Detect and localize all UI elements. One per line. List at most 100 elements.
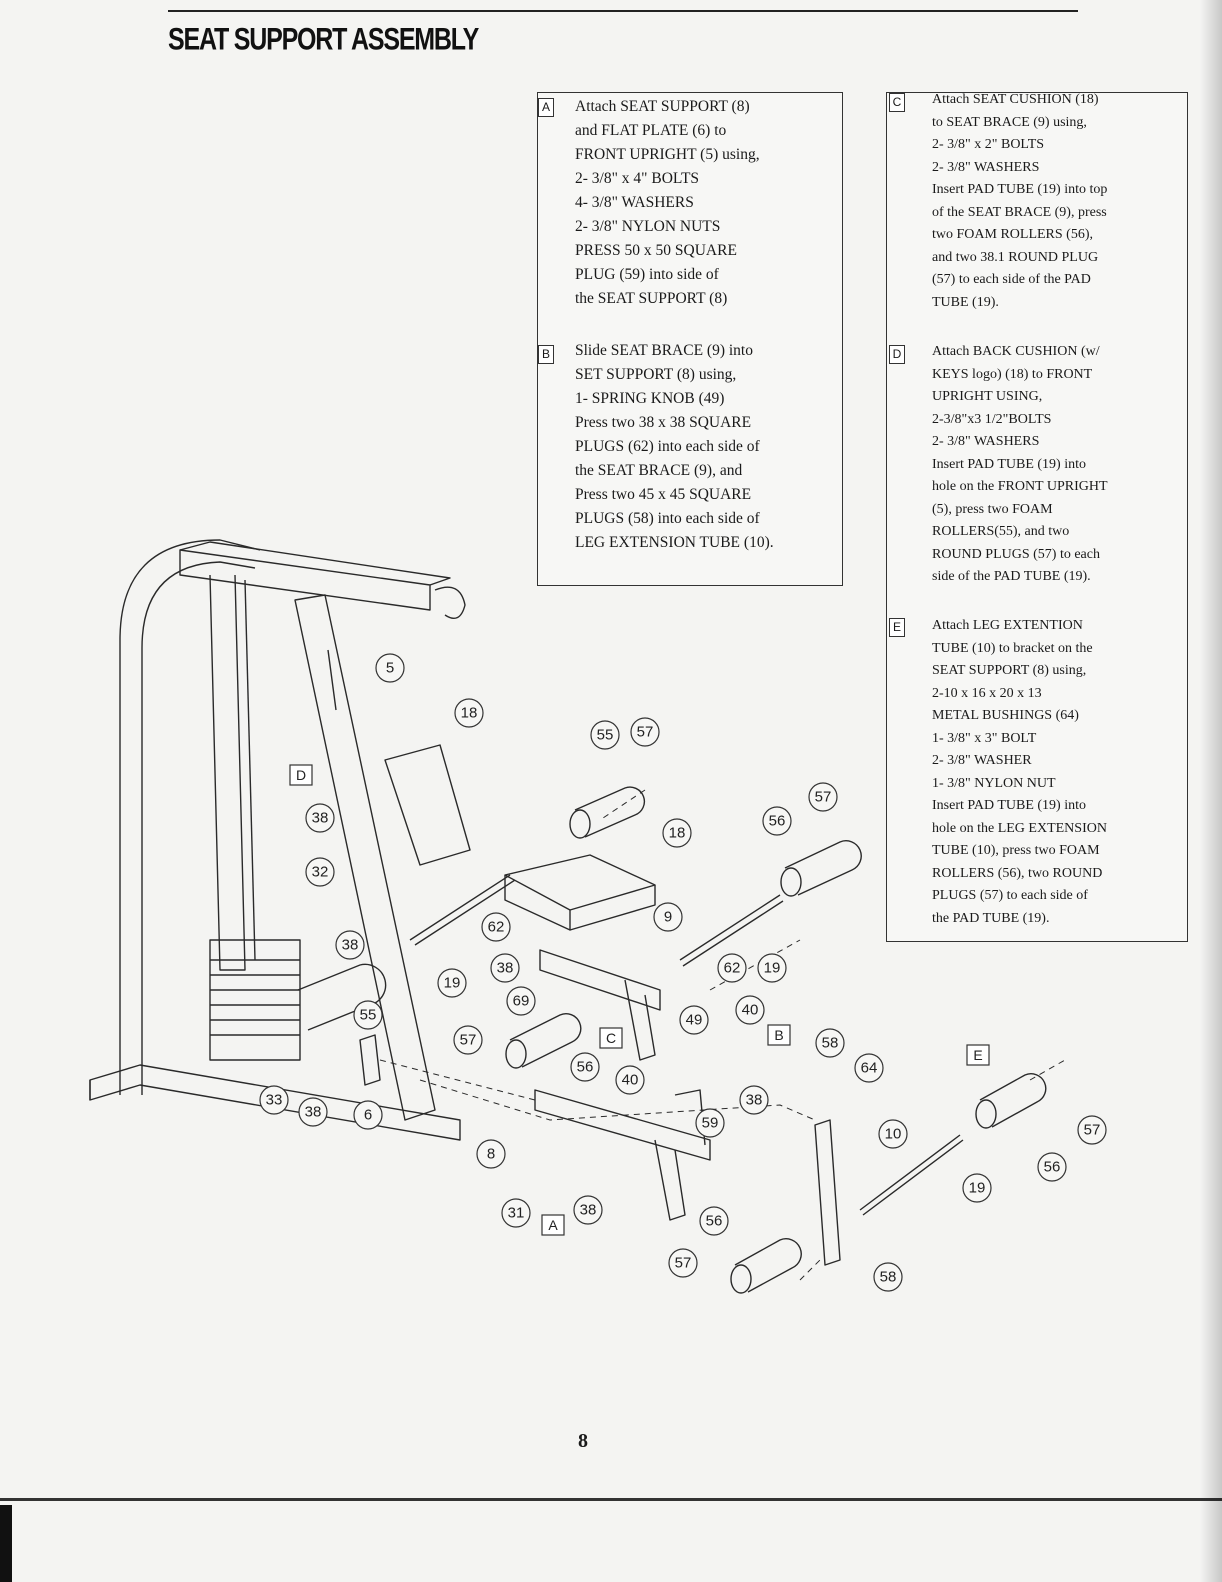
callout-38-mid: 38 — [335, 930, 365, 960]
callout-58-low: 58 — [873, 1262, 903, 1292]
page-shadow — [1200, 0, 1222, 1582]
seat-support — [534, 1089, 711, 1161]
header-rule — [168, 10, 1078, 12]
pad-tube-d — [409, 874, 516, 946]
foam-roller-55 — [569, 786, 646, 839]
svg-text:32: 32 — [312, 864, 329, 881]
tag-c: C — [599, 1027, 623, 1049]
callout-56-right: 56 — [1037, 1152, 1067, 1182]
callout-59: 59 — [695, 1108, 725, 1138]
seat-cushion — [504, 854, 656, 911]
rear-frame-inner — [141, 561, 256, 1095]
svg-text:62: 62 — [724, 960, 741, 977]
callout-55-low: 55 — [353, 1000, 383, 1030]
callout-56-low: 56 — [699, 1206, 729, 1236]
callout-57-right: 57 — [1077, 1115, 1107, 1145]
callout-62-left: 62 — [481, 912, 511, 942]
svg-text:56: 56 — [706, 1213, 723, 1230]
callout-5: 5 — [375, 653, 405, 683]
svg-text:59: 59 — [702, 1115, 719, 1132]
binding-edge — [0, 1505, 12, 1582]
svg-text:57: 57 — [1084, 1122, 1101, 1139]
svg-text:38: 38 — [746, 1092, 763, 1109]
svg-text:A: A — [548, 1217, 558, 1233]
svg-text:62: 62 — [488, 919, 505, 936]
cable-hook — [434, 586, 466, 619]
flat-plate — [359, 1034, 381, 1086]
part-callouts: 5 18 55 57 57 56 18 9 62 62 19 19 38 32 … — [259, 653, 1107, 1292]
svg-text:58: 58 — [880, 1269, 897, 1286]
callout-38-c: 38 — [490, 953, 520, 983]
callout-57-top: 57 — [630, 717, 660, 747]
svg-text:38: 38 — [342, 937, 359, 954]
back-cushion — [384, 744, 471, 866]
callout-40-low: 40 — [615, 1065, 645, 1095]
step-text-d: Attach BACK CUSHION (w/ KEYS logo) (18) … — [932, 344, 1108, 584]
foam-roller-56-right — [975, 1073, 1047, 1129]
callout-38-a1: 38 — [298, 1097, 328, 1127]
callout-56-mid: 56 — [570, 1052, 600, 1082]
diagram-step-tags: D C B E A — [289, 764, 990, 1236]
callout-69: 69 — [506, 986, 536, 1016]
callout-18-seat: 18 — [662, 818, 692, 848]
tag-e: E — [966, 1044, 990, 1066]
foam-roller-56-mid — [505, 1013, 582, 1069]
rear-upright — [209, 574, 246, 971]
callout-55-top: 55 — [590, 720, 620, 750]
callout-19-d: 19 — [437, 968, 467, 998]
svg-text:33: 33 — [266, 1092, 283, 1109]
seat-brace — [539, 949, 661, 1011]
svg-text:38: 38 — [497, 960, 514, 977]
svg-text:38: 38 — [312, 810, 329, 827]
callout-58-top: 58 — [815, 1028, 845, 1058]
instructions-box-ab: A Attach SEAT SUPPORT (8) and FLAT PLATE… — [537, 92, 843, 586]
svg-text:E: E — [973, 1047, 982, 1063]
callout-18-back: 18 — [454, 698, 484, 728]
step-text-a: Attach SEAT SUPPORT (8) and FLAT PLATE (… — [575, 98, 760, 307]
step-letter-a: A — [538, 98, 554, 117]
callout-19-c: 19 — [757, 953, 787, 983]
callout-57-low: 57 — [668, 1248, 698, 1278]
svg-text:56: 56 — [1044, 1159, 1061, 1176]
callout-49: 49 — [679, 1005, 709, 1035]
callout-6: 6 — [353, 1100, 383, 1130]
foam-roller-56-upper — [780, 840, 862, 897]
svg-text:56: 56 — [577, 1059, 594, 1076]
callout-38-b: 38 — [739, 1085, 769, 1115]
callout-57-upper-right: 57 — [808, 782, 838, 812]
pad-tube-c — [679, 894, 784, 967]
svg-text:9: 9 — [664, 909, 672, 926]
rear-frame-outer — [119, 539, 261, 1095]
svg-text:5: 5 — [386, 660, 394, 677]
step-letter-b: B — [538, 345, 554, 364]
svg-text:38: 38 — [305, 1104, 322, 1121]
page-edge — [0, 1498, 1222, 1501]
svg-text:10: 10 — [885, 1126, 902, 1143]
callout-9: 9 — [653, 902, 683, 932]
instructions-box-cde: C Attach SEAT CUSHION (18) to SEAT BRACE… — [886, 92, 1188, 942]
front-upright — [294, 594, 436, 1121]
tag-a: A — [541, 1214, 565, 1236]
step-letter-e: E — [889, 618, 905, 637]
svg-text:57: 57 — [815, 789, 832, 806]
step-letter-d: D — [889, 345, 905, 364]
tag-b: B — [767, 1024, 791, 1046]
svg-text:57: 57 — [637, 724, 654, 741]
callout-62-right: 62 — [717, 953, 747, 983]
callout-40-b: 40 — [735, 995, 765, 1025]
callout-38-top: 38 — [305, 803, 335, 833]
svg-text:69: 69 — [513, 993, 530, 1010]
step-letter-c: C — [889, 93, 905, 112]
svg-text:57: 57 — [675, 1255, 692, 1272]
svg-text:56: 56 — [769, 813, 786, 830]
callout-56-upper: 56 — [762, 806, 792, 836]
svg-text:8: 8 — [487, 1146, 495, 1163]
svg-text:58: 58 — [822, 1035, 839, 1052]
svg-text:19: 19 — [764, 960, 781, 977]
callout-31: 31 — [501, 1198, 531, 1228]
leg-extension-tube — [814, 1119, 841, 1266]
svg-text:6: 6 — [364, 1107, 372, 1124]
svg-text:55: 55 — [360, 1007, 377, 1024]
top-beam — [179, 549, 431, 611]
weight-stack — [209, 939, 301, 1061]
